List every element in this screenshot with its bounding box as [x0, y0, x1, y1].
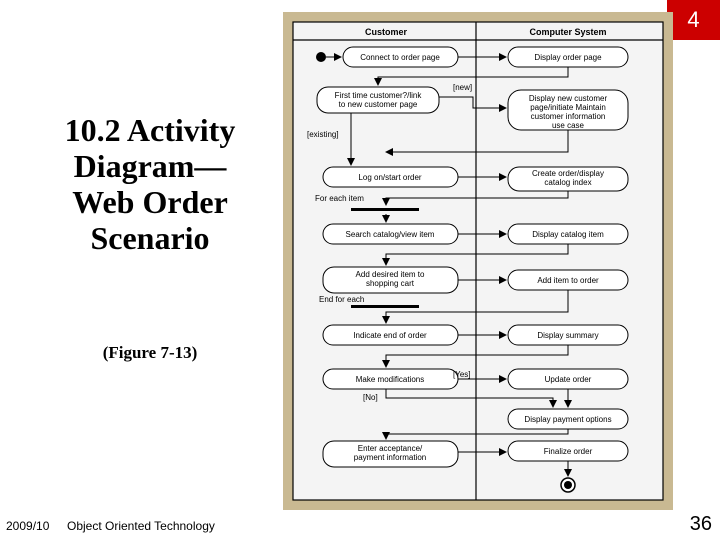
- activity-display-payment-options-label: Display payment options: [524, 415, 611, 424]
- activity-diagram: Customer Computer System Connect to orde…: [283, 12, 673, 510]
- initial-node: [316, 52, 326, 62]
- activity-enter-payment: [322, 440, 459, 468]
- activity-enter-payment-label: Enter acceptance/payment information: [354, 444, 426, 462]
- footer-course-name: Object Oriented Technology: [67, 519, 215, 533]
- activity-display-summary-label: Display summary: [537, 331, 598, 340]
- flow-display-to-decision: [374, 67, 569, 86]
- footer-date: 2009/10: [6, 519, 50, 533]
- activity-display-catalog-item-label: Display catalog item: [532, 230, 604, 239]
- activity-log-on-label: Log on/start order: [358, 173, 421, 182]
- flow-new-customer: [439, 96, 507, 112]
- flow-create-to-fork: [382, 191, 569, 206]
- flow-no: [385, 389, 557, 408]
- activity-indicate-end-label: Indicate end of order: [353, 331, 427, 340]
- flow-new-return: [385, 130, 569, 156]
- lane-header-customer: Customer: [365, 27, 408, 37]
- final-node-core: [564, 481, 572, 489]
- activity-search-catalog-label: Search catalog/view item: [346, 230, 435, 239]
- flow-payment-to-enter: [382, 429, 569, 440]
- decision-first-time-customer: [316, 86, 440, 114]
- lane-header-system: Computer System: [529, 27, 606, 37]
- activity-display-order-page-label: Display order page: [534, 53, 602, 62]
- flow-display-to-add: [382, 244, 569, 266]
- guard-yes: [Yes]: [453, 370, 471, 379]
- flow-summary-to-modify: [382, 345, 569, 368]
- slide-title: 10.2 Activity Diagram—Web Order Scenario: [64, 112, 236, 256]
- activity-add-item-order-label: Add item to order: [537, 276, 599, 285]
- flow-to-indicate-end: [382, 290, 569, 324]
- figure-reference: (Figure 7-13): [102, 343, 198, 362]
- note-end-for-each: End for each: [319, 295, 364, 304]
- guard-existing: [existing]: [307, 130, 339, 139]
- guard-no: [No]: [363, 393, 378, 402]
- activity-update-order-label: Update order: [545, 375, 592, 384]
- guard-new: [new]: [453, 83, 472, 92]
- join-bar-end-for-each: [351, 305, 419, 308]
- page-number: 36: [689, 513, 712, 535]
- note-for-each-item: For each item: [315, 194, 364, 203]
- activity-connect-order-page-label: Connect to order page: [360, 53, 440, 62]
- activity-make-modifications-label: Make modifications: [356, 375, 424, 384]
- slide-number-badge: 4: [667, 0, 720, 40]
- fork-bar-for-each: [351, 208, 419, 211]
- activity-finalize-order-label: Finalize order: [544, 447, 593, 456]
